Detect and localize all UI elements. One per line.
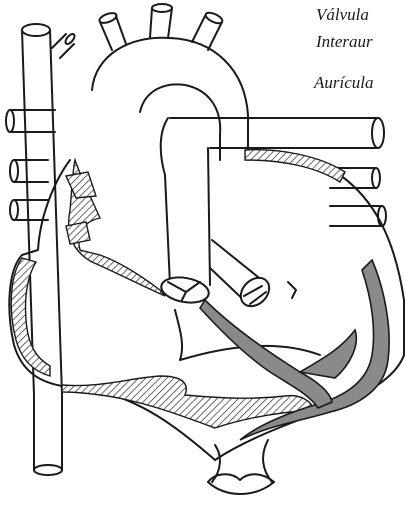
- interatrial-label: Interaur: [316, 33, 373, 50]
- atrium-label: Aurícula: [314, 74, 374, 91]
- aortic-arch: [92, 38, 248, 160]
- pulmonary-vein-left-upper: [10, 110, 55, 132]
- pulmonary-artery: [170, 118, 378, 148]
- aortic-valve: [159, 274, 210, 306]
- ascending-aorta: [165, 148, 210, 285]
- valve-label: Válvula: [316, 6, 369, 23]
- pulmonary-vein-left-middle: [14, 160, 48, 182]
- pulmonary-vein-right-lower: [330, 206, 382, 226]
